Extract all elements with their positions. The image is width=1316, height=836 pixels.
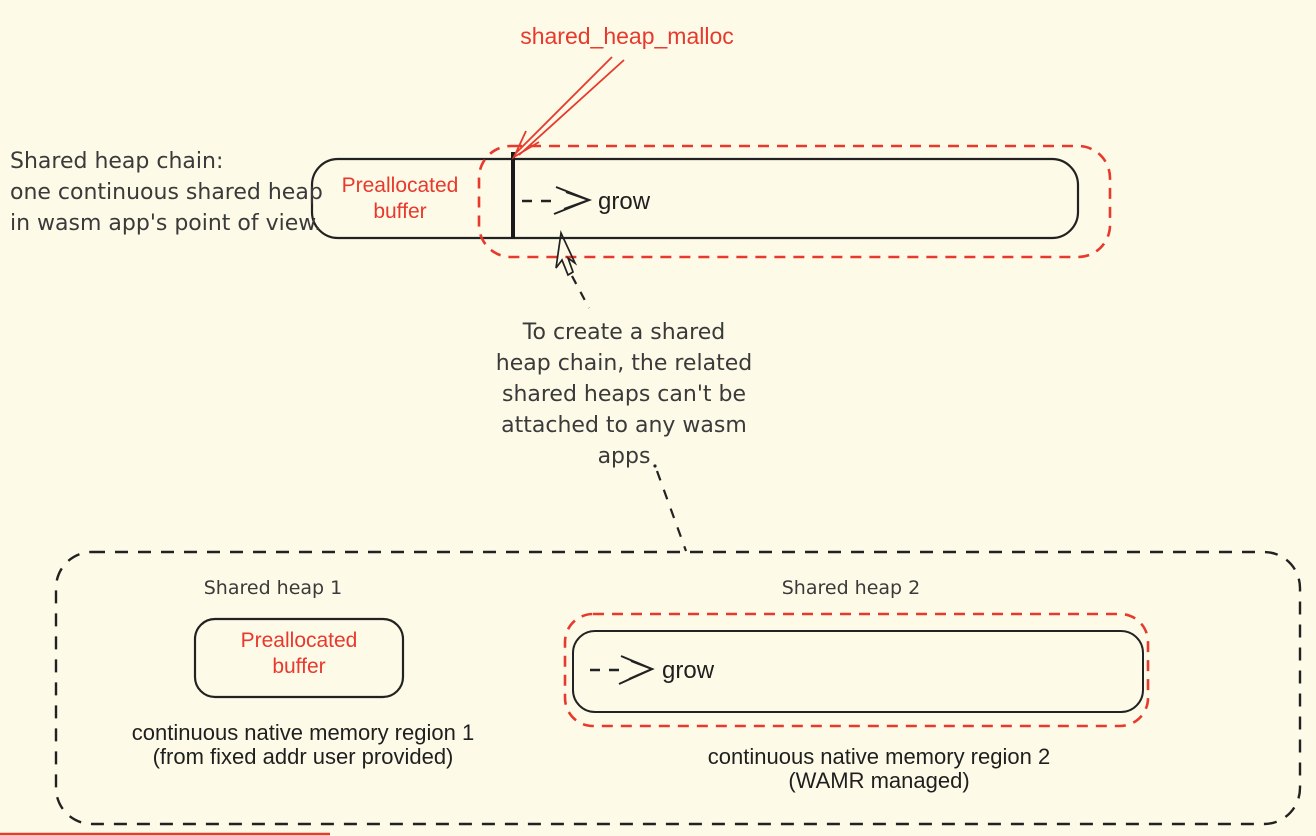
memory-region1-caption-line1: continuous native memory region 1 (131, 720, 475, 745)
prealloc-buffer-label-main-line1: Preallocated (341, 174, 459, 197)
memory-region1-caption-line2: (from fixed addr user provided) (152, 744, 454, 769)
grow-label-heap2: grow (662, 657, 715, 684)
shared-heap2-title: Shared heap 2 (781, 577, 921, 599)
grow-label-main: grow (598, 188, 651, 215)
malloc-function-label: shared_heap_malloc (520, 23, 734, 49)
grow-arrow-main (522, 186, 592, 215)
malloc-annotation-arrow (511, 56, 625, 160)
grow-arrow-heap2 (590, 655, 655, 685)
heap-chain-note-line2: one continuous shared heap (10, 180, 323, 205)
heap-chain-pill-outline (310, 157, 1080, 240)
prealloc-buffer-label-main-line2: buffer (373, 200, 427, 223)
leader-pointer-to-note (571, 275, 590, 309)
memory-region1-caption: continuous native memory region 1 (from … (123, 721, 483, 769)
heap-chain-note-line3: in wasm app's point of view. (10, 211, 322, 236)
memory-region2-caption-line1: continuous native memory region 2 (707, 744, 1051, 769)
memory-region2-caption-line2: (WAMR managed) (788, 768, 970, 793)
heap-chain-note-line1: Shared heap chain: (10, 149, 224, 174)
growable-region-dashed-outline (477, 144, 1112, 259)
prealloc-buffer-label-heap1: Preallocated buffer (197, 628, 401, 680)
leader-note-to-container (653, 464, 688, 552)
heap-chain-note: Shared heap chain: one continuous shared… (10, 146, 323, 239)
constraint-note: To create a shared heap chain, the relat… (495, 320, 753, 469)
prealloc-buffer-label-main: Preallocated buffer (316, 173, 484, 225)
prealloc-buffer-label-heap1-line2: buffer (272, 655, 326, 678)
pointer-cursor-icon (555, 230, 578, 277)
shared-heap2-dashed-outline (563, 612, 1150, 728)
prealloc-buffer-label-heap1-line1: Preallocated (240, 629, 358, 652)
native-memory-container-outline (54, 550, 1302, 826)
shared-heap2-box-outline (572, 630, 1144, 713)
shared-heap1-title: Shared heap 1 (203, 577, 343, 599)
memory-region2-caption: continuous native memory region 2 (WAMR … (699, 745, 1059, 793)
shared-heap1-buffer-outline (193, 617, 405, 699)
